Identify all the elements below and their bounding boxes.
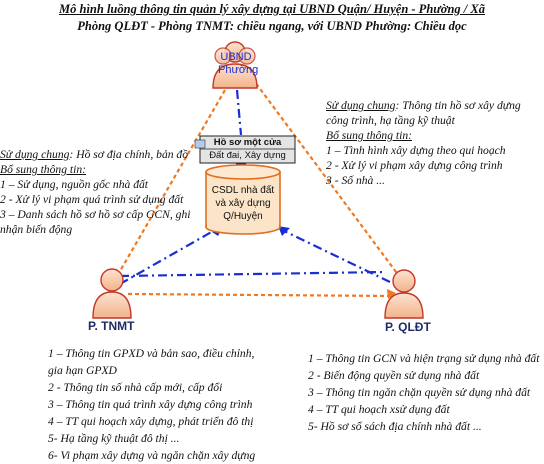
diagram-subtitle: Phòng QLĐT - Phòng TNMT: chiều ngang, vớ…	[77, 19, 467, 33]
right-shared-line: Sử dụng chung: Thông tin hồ sơ xây dựng	[326, 98, 521, 113]
left-item: 3 – Danh sách hồ sơ hồ sơ cấp GCN, ghi	[0, 208, 191, 221]
right-shared-text: : Thông tin hồ sơ xây dựng	[395, 99, 521, 112]
right-item: 2 - Xử lý vi phạm xây dựng công trình	[326, 159, 503, 172]
left-item: nhận biến động	[0, 223, 73, 236]
left-info-block: Sử dụng chung: Hồ sơ địa chính, bản đồ B…	[0, 147, 190, 237]
left-shared-label: Sử dụng chung	[0, 148, 70, 161]
person-icon-qldt	[384, 269, 424, 319]
ubnd-label-line2: Phường	[218, 64, 259, 76]
arrowhead-orange-right	[387, 289, 396, 299]
right-item: 1 – Tình hình xây dựng theo qui hoạch	[326, 144, 506, 157]
ho-so-subtitle: Đất đai, Xây dựng	[209, 150, 286, 161]
edge-ubnd-tnmt	[115, 77, 233, 279]
tnmt-info-list: 1 – Thông tin GPXD và bản sao, điều chỉn…	[48, 345, 255, 464]
left-extra-label: Bổ sung thông tin:	[0, 163, 86, 176]
csdl-label-line2: và xây dựng	[215, 198, 271, 209]
tnmt-info-item: 4 – TT qui hoạch xây dựng, phát triển đô…	[48, 415, 254, 428]
ho-so-title: Hồ sơ một cửa	[213, 137, 282, 148]
ubnd-label: UBND Phường	[218, 51, 259, 77]
ho-so-mot-cua-box	[194, 135, 296, 164]
edge-tnmt-qldt	[127, 292, 393, 298]
link-tnmt-csdl	[119, 225, 223, 285]
qldt-label: P. QLĐT	[385, 320, 431, 334]
person-icon-tnmt	[92, 268, 132, 319]
tnmt-info-item: gia hạn GPXD	[48, 364, 117, 377]
qldt-info-item: 3 – Thông tin ngăn chặn quyền sử dụng nh…	[308, 386, 531, 399]
left-shared-line: Sử dụng chung: Hồ sơ địa chính, bản đồ	[0, 147, 190, 162]
qldt-info-item: 1 – Thông tin GCN và hiện trạng sử dụng …	[308, 352, 540, 365]
right-info-block: Sử dụng chung: Thông tin hồ sơ xây dựng …	[326, 98, 521, 188]
right-extra-label: Bổ sung thông tin:	[326, 129, 412, 142]
diagram-title: Mô hình luồng thông tin quản lý xây dựng…	[59, 2, 485, 16]
right-item: 3 - Số nhà ...	[326, 174, 385, 187]
left-item: 1 – Sử dụng, nguồn gốc nhà đất	[0, 178, 149, 191]
tnmt-info-item: 1 – Thông tin GPXD và bản sao, điều chỉn…	[48, 347, 255, 360]
tnmt-label: P. TNMT	[88, 319, 135, 333]
link-qldt-csdl	[281, 229, 391, 283]
tnmt-info-item: 5- Hạ tầng kỹ thuật đô thị ...	[48, 432, 180, 445]
qldt-info-item: 5- Hồ sơ sổ sách địa chính nhà đất ...	[308, 420, 482, 433]
qldt-info-item: 4 – TT qui hoạch xsử dụng đất	[308, 403, 450, 416]
right-shared-text-2: công trình, hạ tầng kỹ thuật	[326, 114, 455, 127]
qldt-info-list: 1 – Thông tin GCN và hiện trạng sử dụng …	[308, 350, 539, 435]
left-item: 2 - Xử lý vi phạm quá trình sử dụng đất	[0, 193, 184, 206]
qldt-info-item: 2 - Biến động quyền sử dụng nhà đất	[308, 369, 480, 382]
arrowhead-blue-right	[278, 226, 290, 236]
tnmt-info-item: 2 - Thông tin số nhà cấp mới, cấp đổi	[48, 381, 223, 394]
csdl-label: CSDL nhà đất và xây dựng Q/Huyện	[206, 184, 280, 223]
person-icon-ubnd	[212, 41, 258, 89]
tnmt-info-item: 3 – Thông tin quá trình xây dựng công tr…	[48, 398, 253, 411]
right-shared-label: Sử dụng chung	[326, 99, 396, 112]
link-tnmt-qldt	[119, 270, 387, 278]
ubnd-label-line1: UBND	[220, 51, 252, 63]
tnmt-info-item: 6- Vi phạm xây dựng và ngăn chặn xây dựn…	[48, 449, 256, 462]
link-ubnd-hoso	[235, 89, 243, 136]
csdl-label-line3: Q/Huyện	[223, 211, 263, 222]
left-shared-text: : Hồ sơ địa chính, bản đồ	[69, 148, 189, 161]
csdl-label-line1: CSDL nhà đất	[211, 185, 275, 196]
csdl-database	[205, 164, 281, 235]
